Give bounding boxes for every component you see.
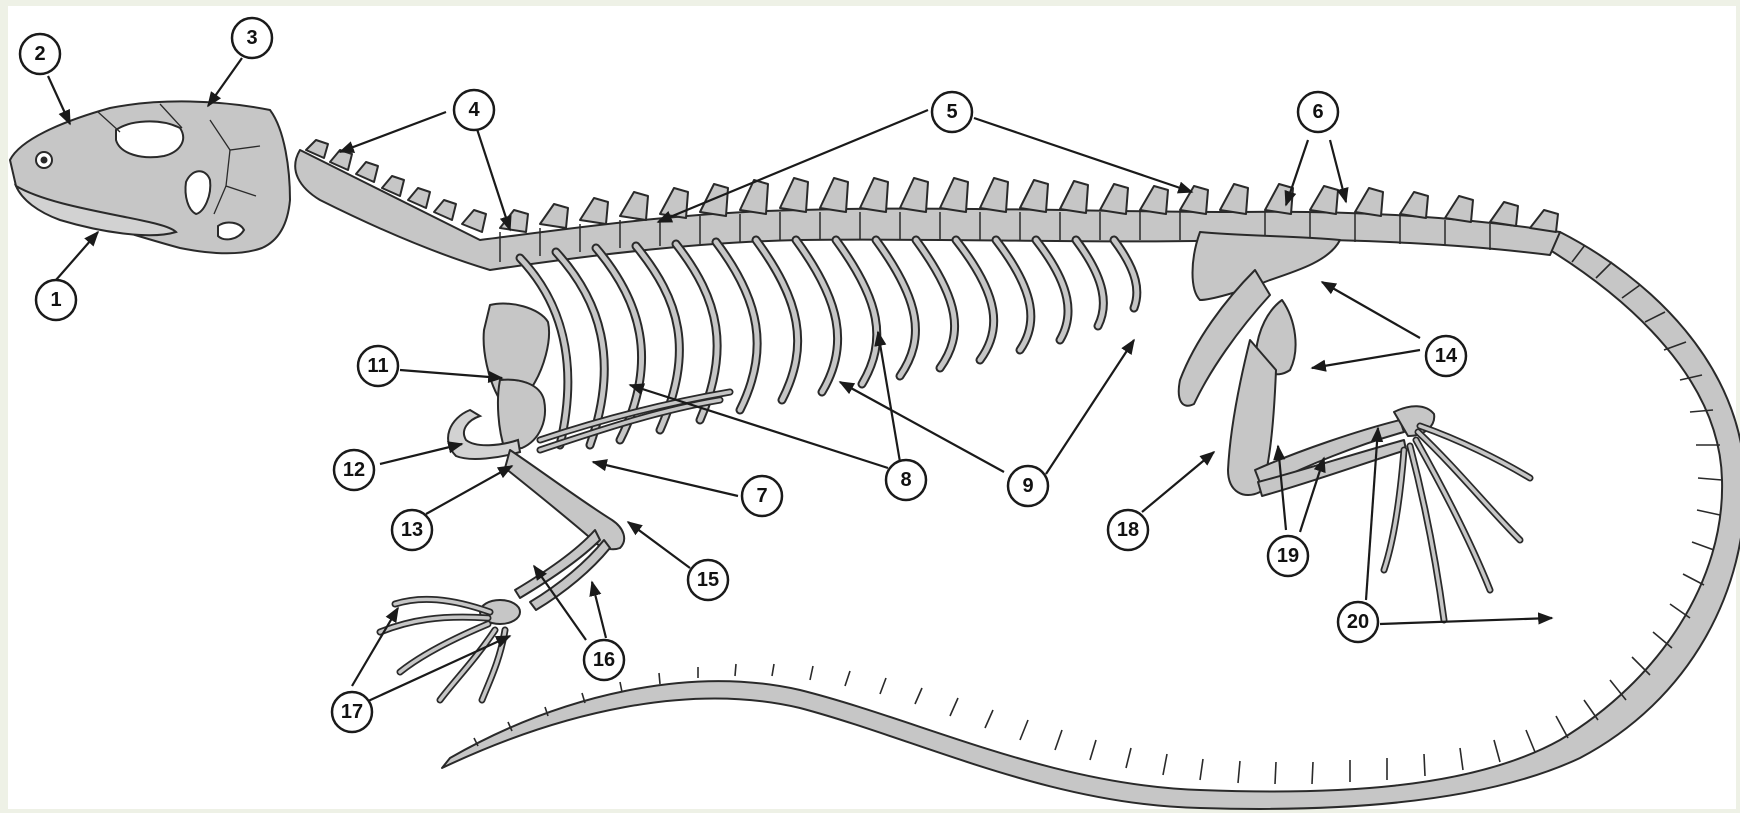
callout-4: 4: [454, 90, 494, 130]
callout-11-label: 11: [367, 355, 388, 377]
callout-6: 6: [1298, 92, 1338, 132]
callout-20: 20: [1338, 602, 1378, 642]
callout-14: 14: [1426, 336, 1466, 376]
callout-11: 11: [358, 346, 398, 386]
callout-2: 2: [20, 34, 60, 74]
callout-15-label: 15: [697, 569, 719, 591]
callout-9-label: 9: [1022, 475, 1033, 497]
callout-8: 8: [886, 460, 926, 500]
callout-4-label: 4: [468, 99, 480, 121]
callout-18: 18: [1108, 510, 1148, 550]
callout-13: 13: [392, 510, 432, 550]
callout-2-label: 2: [34, 43, 45, 65]
callout-17-label: 17: [341, 701, 363, 723]
callout-19: 19: [1268, 536, 1308, 576]
callout-19-label: 19: [1277, 545, 1299, 567]
callout-15: 15: [688, 560, 728, 600]
callout-20-label: 20: [1347, 611, 1369, 633]
callout-3: 3: [232, 18, 272, 58]
callout-7-label: 7: [756, 485, 767, 507]
callout-14-label: 14: [1435, 345, 1458, 367]
callout-16-label: 16: [593, 649, 615, 671]
callout-7: 7: [742, 476, 782, 516]
callout-13-label: 13: [401, 519, 423, 541]
callout-18-label: 18: [1117, 519, 1139, 541]
callout-9: 9: [1008, 466, 1048, 506]
callout-12-label: 12: [343, 459, 365, 481]
callout-5-label: 5: [946, 101, 957, 123]
callout-3-label: 3: [246, 27, 257, 49]
callout-6-label: 6: [1312, 101, 1323, 123]
callout-8-label: 8: [900, 469, 911, 491]
callout-1: 1: [36, 280, 76, 320]
callout-16: 16: [584, 640, 624, 680]
callout-12: 12: [334, 450, 374, 490]
callout-5: 5: [932, 92, 972, 132]
callout-17: 17: [332, 692, 372, 732]
callout-1-label: 1: [50, 289, 61, 311]
